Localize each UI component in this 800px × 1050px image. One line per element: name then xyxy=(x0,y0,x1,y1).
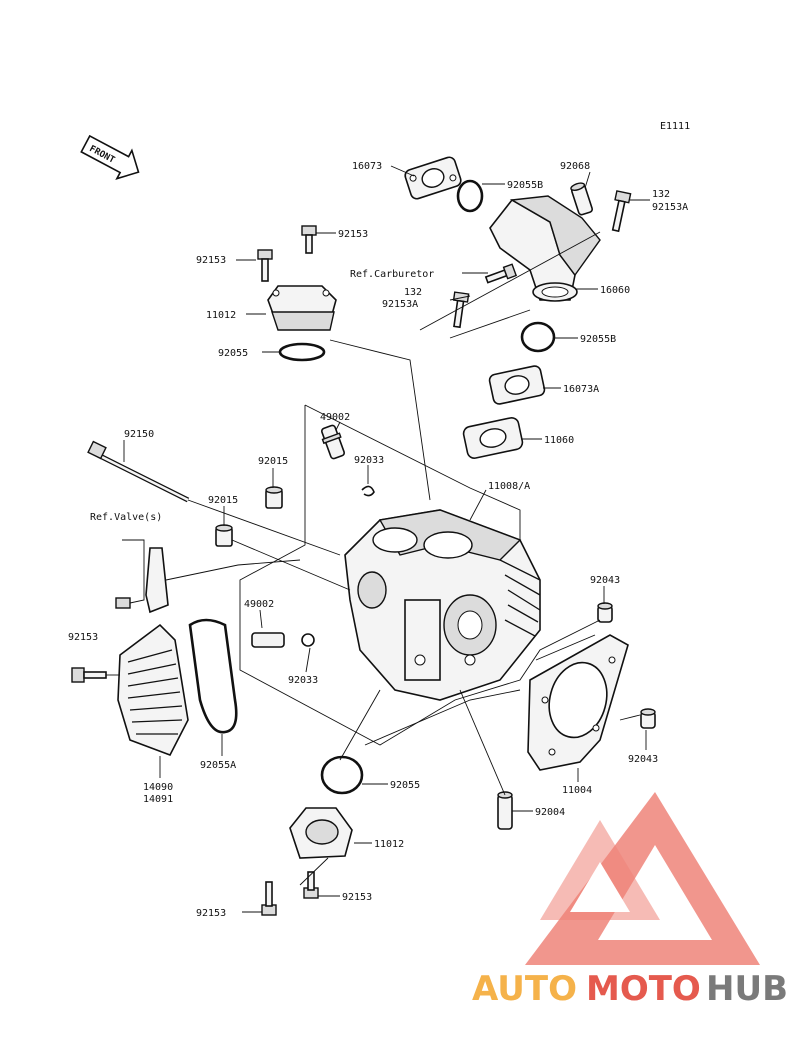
label-92033-top: 92033 xyxy=(354,455,384,466)
label-92153-b: 92153 xyxy=(338,229,368,240)
cap-11012-bot xyxy=(289,807,353,859)
label-92015-b: 92015 xyxy=(208,495,238,506)
label-92004: 92004 xyxy=(535,807,565,818)
label-49002-mid: 49002 xyxy=(244,599,274,610)
label-92015-a: 92015 xyxy=(258,456,288,467)
stud-92004 xyxy=(497,791,513,830)
bolt-92153a-top xyxy=(611,190,632,233)
label-11004: 11004 xyxy=(562,785,592,796)
part-labels: 16073 92055B 92068 132 92153A 92153 9215… xyxy=(68,161,688,919)
gasket-16073 xyxy=(404,156,462,200)
clip-92033-top xyxy=(361,485,375,497)
bolt-ref-carburetor xyxy=(484,263,518,284)
watermark-moto: MOTO xyxy=(586,969,701,1009)
label-92043-top: 92043 xyxy=(590,575,620,586)
o-ring-92055b-top xyxy=(456,179,484,213)
label-11012-top: 11012 xyxy=(206,310,236,321)
label-92150: 92150 xyxy=(124,429,154,440)
watermark-hub: HUB xyxy=(706,969,788,1009)
o-ring-92055-top xyxy=(278,342,326,362)
label-92055b-top: 92055B xyxy=(507,180,543,191)
label-11060: 11060 xyxy=(544,435,574,446)
watermark-logo: AUTO MOTO HUB xyxy=(472,792,788,1009)
cap-11012-top xyxy=(267,285,337,331)
bolt-92153-e xyxy=(303,871,319,899)
side-cover-14090 xyxy=(117,623,189,756)
tappet-49002-top xyxy=(320,424,346,460)
label-132-top: 132 xyxy=(652,189,670,200)
front-arrow-icon: FRONT xyxy=(80,134,140,181)
label-92153-e: 92153 xyxy=(342,892,372,903)
leader-lines xyxy=(106,165,650,913)
label-14091: 14091 xyxy=(143,794,173,805)
bracket-ref-valve xyxy=(115,547,169,614)
dowel-92043-top xyxy=(597,602,613,623)
o-ring-92055b-mid xyxy=(520,321,556,353)
label-16073a: 16073A xyxy=(563,384,599,395)
intake-pipe-16060 xyxy=(489,195,601,302)
dowel-92068 xyxy=(570,182,594,216)
gasket-16073a xyxy=(488,365,546,405)
bolt-92153a-mid xyxy=(452,291,470,329)
nut-92015-b xyxy=(215,524,233,547)
gasket-92055a xyxy=(188,618,238,734)
label-92055a: 92055A xyxy=(200,760,236,771)
watermark-auto: AUTO xyxy=(472,969,577,1009)
label-92153-c: 92153 xyxy=(68,632,98,643)
label-92055-top: 92055 xyxy=(218,348,248,359)
label-92055-bot: 92055 xyxy=(390,780,420,791)
clip-92033-mid xyxy=(301,633,315,647)
label-ref-valve: Ref.Valve(s) xyxy=(90,512,162,523)
label-92153-d: 92153 xyxy=(196,908,226,919)
label-132-mid: 132 xyxy=(404,287,422,298)
label-11012-bot: 11012 xyxy=(374,839,404,850)
diagram-code: E1111 xyxy=(660,121,690,132)
label-14090: 14090 xyxy=(143,782,173,793)
bolt-92153-d xyxy=(261,881,277,916)
tappet-49002-mid xyxy=(251,632,285,648)
label-92153a-mid: 92153A xyxy=(382,299,418,310)
label-16073: 16073 xyxy=(352,161,382,172)
o-ring-92055-bot xyxy=(320,755,364,795)
cylinder-head-11008a xyxy=(344,509,541,701)
nut-92015-a xyxy=(265,486,283,509)
label-92033-mid: 92033 xyxy=(288,675,318,686)
label-92055b-mid: 92055B xyxy=(580,334,616,345)
label-92153a-top: 92153A xyxy=(652,202,688,213)
label-11008a: 11008/A xyxy=(488,481,530,492)
label-49002-top: 49002 xyxy=(320,412,350,423)
bolt-92153-a xyxy=(257,249,273,282)
label-92043-bot: 92043 xyxy=(628,754,658,765)
label-ref-carburetor: Ref.Carburetor xyxy=(350,269,434,280)
label-92153-a: 92153 xyxy=(196,255,226,266)
label-16060: 16060 xyxy=(600,285,630,296)
bolt-92153-c xyxy=(71,667,107,683)
head-gasket-11004 xyxy=(527,634,629,771)
stud-bolt-92150 xyxy=(87,440,190,503)
bolt-92153-b xyxy=(301,225,317,254)
dowel-92043-bot xyxy=(640,708,656,729)
label-92068: 92068 xyxy=(560,161,590,172)
gasket-11060 xyxy=(462,417,524,459)
